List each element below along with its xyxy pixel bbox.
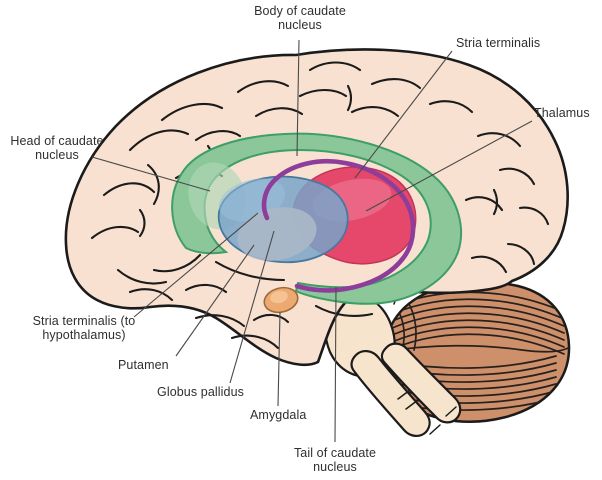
label-amygdala: Amygdala [250, 408, 307, 422]
leader-putamen [175, 244, 255, 357]
label-body-of-caudate-nucleus: Body of caudate nucleus [254, 4, 346, 32]
globus-pallidus [237, 207, 317, 261]
cerebellum-lower-folia [389, 355, 557, 411]
gyri-sulci-parietal-occipital [254, 61, 550, 274]
medulla-band-front [350, 350, 431, 437]
label-stria-terminalis: Stria terminalis [456, 36, 541, 50]
leader-thalamus [365, 120, 533, 212]
brainstem-hatching [397, 389, 457, 435]
label-tail-of-caudate-nucleus: Tail of caudate nucleus [293, 446, 377, 474]
label-putamen: Putamen [118, 358, 169, 372]
leader-head-of-caudate [91, 156, 211, 192]
leader-lines [91, 39, 533, 443]
leader-stria-terminalis-hypothalamus [133, 212, 259, 318]
amygdala-highlight [270, 290, 288, 304]
label-stria-terminalis-to-hypothalamus: Stria terminalis (to hypothalamus) [32, 314, 136, 342]
gyri-sulci-temporal [128, 260, 374, 350]
leader-body-of-caudate [296, 39, 300, 157]
label-thalamus: Thalamus [534, 106, 590, 120]
stria-terminalis [261, 158, 416, 293]
medulla-band-back [380, 342, 462, 424]
leader-stria-terminalis [354, 50, 453, 179]
leader-amygdala [277, 311, 281, 407]
label-head-of-caudate-nucleus: Head of caudate nucleus [10, 134, 104, 162]
leader-globus-pallidus [229, 230, 275, 384]
brainstem [324, 287, 462, 437]
label-globus-pallidus: Globus pallidus [157, 385, 244, 399]
cerebellum-horizontal-fissure [384, 344, 569, 353]
leader-tail-of-caudate [334, 286, 337, 443]
